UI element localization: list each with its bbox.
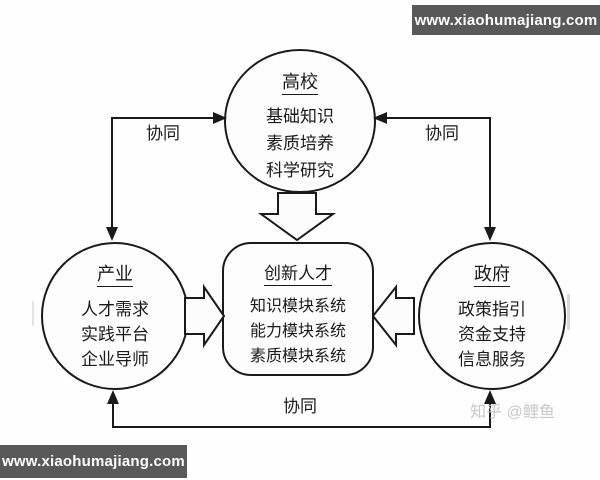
government-title: 政府 [412,264,572,287]
university-item: 素质培养 [266,134,334,153]
talent-items: 知识模块系统 能力模块系统 素质模块系统 [223,294,373,369]
government-circle [418,242,566,390]
industry-government-connector-line [112,403,491,428]
collab-label-right: 协同 [425,124,459,143]
talent-box [222,242,374,376]
university-item: 基础知识 [266,107,334,126]
arrowhead-to-industry-top [106,227,118,241]
government-items: 政策指引 资金支持 信息服务 [412,297,572,372]
arrowhead-to-university-right [373,112,387,124]
industry-item: 人才需求 [81,300,149,319]
government-item: 信息服务 [458,350,526,369]
collab-label-left: 协同 [146,124,180,143]
arrowhead-to-university-left [213,112,227,124]
talent-node: 创新人才 知识模块系统 能力模块系统 素质模块系统 [223,263,373,369]
block-arrow-government-to-talent [371,284,415,348]
zhihu-watermark: 知乎 @鲤鱼 [470,404,555,421]
talent-item: 素质模块系统 [249,348,346,365]
arrowhead-to-government-top [484,227,496,241]
industry-node: 产业 人才需求 实践平台 企业导师 [35,264,195,372]
industry-university-connector-line [111,117,215,229]
industry-title: 产业 [35,264,195,287]
site-banner-bottom-left: www.xiaohumajiang.com [0,445,187,478]
talent-title: 创新人才 [223,263,373,286]
government-item: 资金支持 [458,325,526,344]
government-item: 政策指引 [458,300,526,319]
talent-item: 能力模块系统 [249,323,346,340]
industry-item: 实践平台 [81,325,149,344]
block-arrow-industry-to-talent [184,283,226,349]
site-banner-top-right: www.xiaohumajiang.com [412,5,600,35]
university-items: 基础知识 素质培养 科学研究 [210,103,390,184]
university-node: 高校 基础知识 素质培养 科学研究 [210,72,390,184]
industry-items: 人才需求 实践平台 企业导师 [35,297,195,372]
university-item: 科学研究 [266,161,334,180]
industry-item: 企业导师 [81,350,149,369]
block-arrow-university-to-talent [257,192,337,242]
talent-item: 知识模块系统 [249,298,346,315]
collab-label-bottom: 协同 [283,397,317,416]
right-edge-artifact [567,294,570,330]
left-edge-artifact [32,301,34,326]
government-node: 政府 政策指引 资金支持 信息服务 [412,264,572,372]
arrowhead-to-government-bottom [484,390,496,404]
government-university-connector-line [381,117,491,229]
arrowhead-to-industry-bottom [107,390,119,404]
university-title: 高校 [210,72,390,95]
